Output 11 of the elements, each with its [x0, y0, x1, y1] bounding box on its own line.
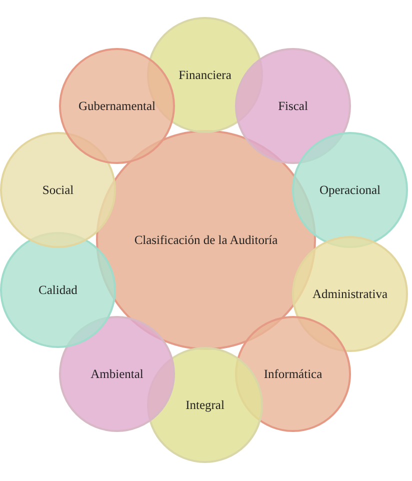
category-label: Integral — [186, 398, 224, 412]
category-label: Fiscal — [278, 98, 308, 114]
category-label: Ambiental — [90, 366, 144, 382]
category-label: Calidad — [38, 282, 78, 298]
category-label: Operacional — [319, 182, 381, 198]
category-label: Financiera — [178, 68, 232, 82]
category-label: Social — [42, 182, 74, 198]
category-label: Informática — [264, 366, 322, 382]
category-label: Gubernamental — [78, 98, 156, 114]
category-label: Administrativa — [312, 286, 388, 302]
center-title: Clasificación de la Auditoría — [134, 232, 278, 248]
